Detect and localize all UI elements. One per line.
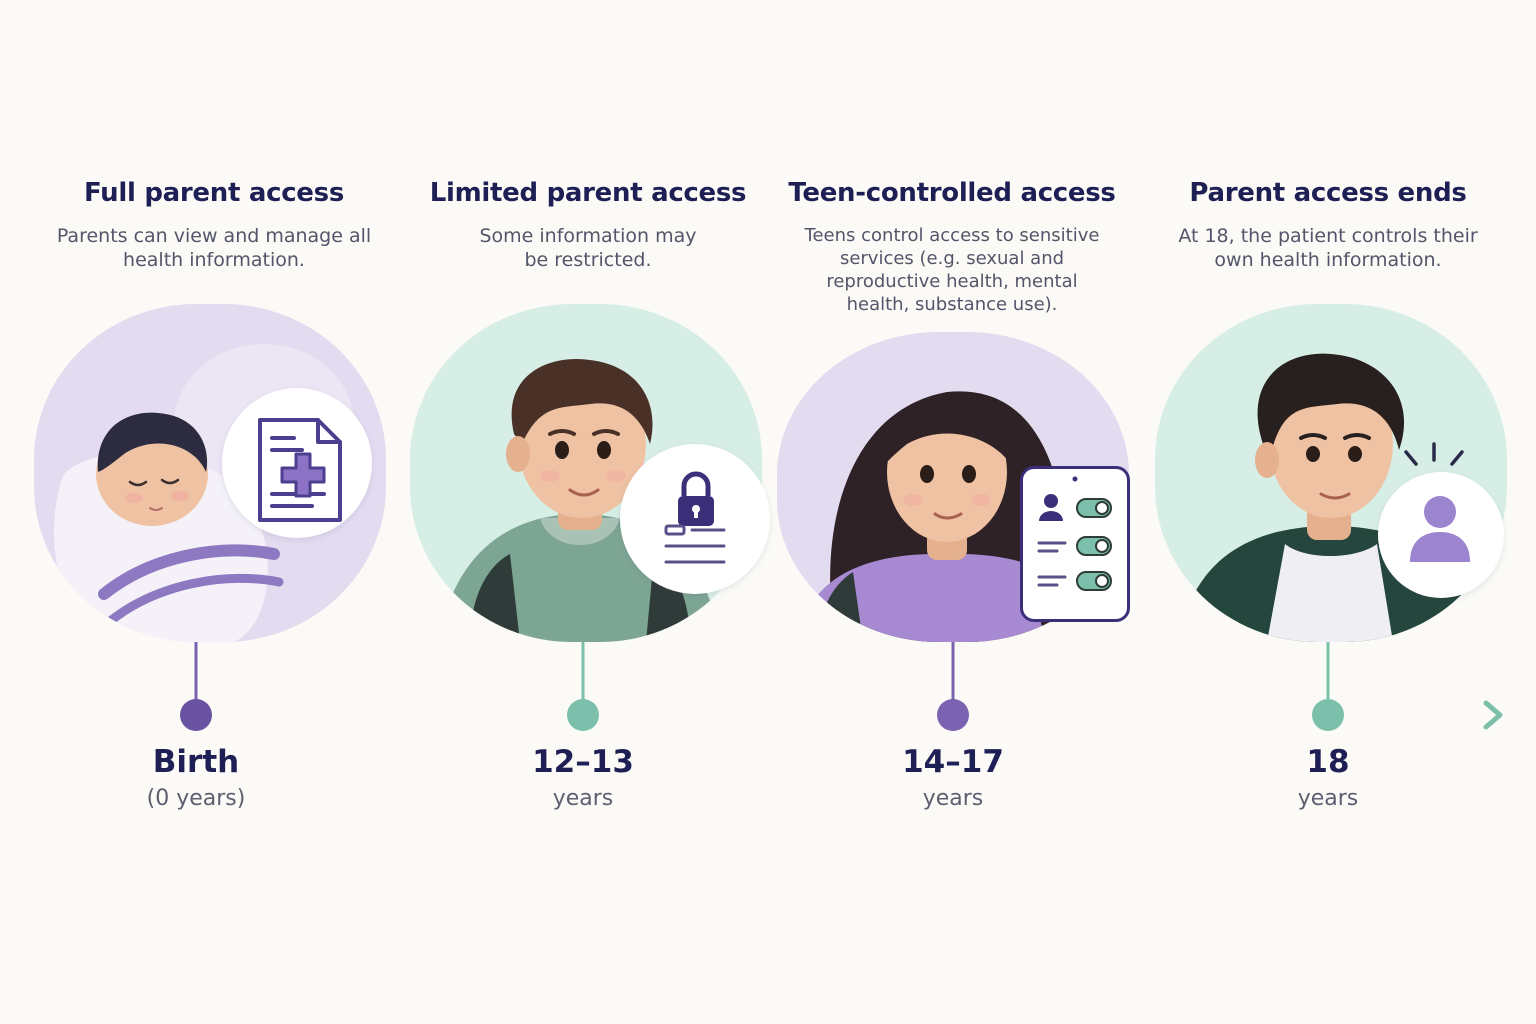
child-portrait	[410, 304, 762, 642]
milestone-dot-2	[567, 699, 599, 731]
stage-description: Teens control access to sensitive servic…	[804, 225, 1100, 315]
milestone-dot-3	[937, 699, 969, 731]
lock-icon	[678, 471, 714, 526]
age-value: 14–17	[902, 744, 1004, 780]
phone-toggles-icon	[1037, 476, 1112, 591]
age-unit: (0 years)	[146, 786, 246, 811]
stage-description: Parents can view and manage all health i…	[56, 225, 372, 271]
timeline-arrowhead	[1483, 700, 1503, 730]
stage-title: Parent access ends	[1189, 178, 1467, 208]
age-value: 12–13	[532, 744, 634, 780]
user-icon	[1410, 496, 1470, 562]
age-unit: years	[1297, 786, 1359, 811]
stage-title: Limited parent access	[429, 178, 747, 208]
age-unit: years	[922, 786, 984, 811]
stage-description: Some information may be restricted.	[479, 225, 697, 271]
attention-rays	[1404, 442, 1464, 466]
stage-description: At 18, the patient controls their own he…	[1178, 225, 1478, 271]
milestone-dot-4	[1312, 699, 1344, 731]
stage-title: Full parent access	[83, 178, 344, 208]
stage-title: Teen-controlled access	[788, 178, 1116, 208]
phone-toggles-badge	[1020, 466, 1130, 622]
lock-badge	[620, 444, 770, 594]
medical-document-badge	[222, 388, 372, 538]
age-value: 18	[1306, 744, 1350, 780]
age-unit: years	[552, 786, 614, 811]
milestone-dot-1	[180, 699, 212, 731]
age-value: Birth	[152, 744, 240, 780]
user-badge	[1378, 472, 1504, 598]
